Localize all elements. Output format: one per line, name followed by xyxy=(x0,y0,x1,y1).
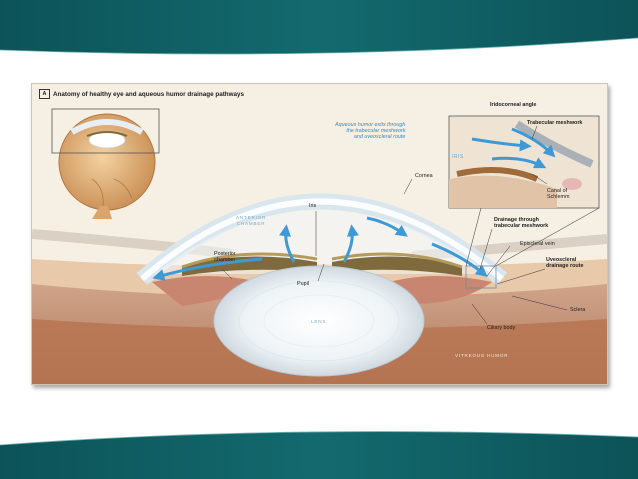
label-cornea: Cornea xyxy=(415,173,433,179)
label-iridocorneal-angle: Iridocorneal angle xyxy=(490,102,537,108)
panel-letter: A xyxy=(39,89,50,99)
label-iris-inset: IRIS xyxy=(452,154,464,160)
label-pupil: Pupil xyxy=(297,281,309,287)
label-trabecular-meshwork: Trabecular meshwork xyxy=(527,120,583,126)
label-uveoscleral-route: Uveoscleral drainage route xyxy=(546,257,583,269)
bottom-banner xyxy=(0,423,638,479)
uveoscleral-line-1: Uveoscleral xyxy=(546,257,577,263)
label-lens: LENS xyxy=(311,319,327,324)
aqueous-note-line-3: and uveoscleral route xyxy=(353,134,406,141)
aqueous-note-line-2: the trabecular meshwork xyxy=(346,128,406,135)
label-drainage-trabecular: Drainage through trabecular meshwork xyxy=(494,217,548,229)
canal-line-2: Schlemm xyxy=(547,194,570,201)
label-sclera: Sclera xyxy=(570,307,586,313)
top-banner xyxy=(0,0,638,56)
figure-title-text: Anatomy of healthy eye and aqueous humor… xyxy=(53,90,245,98)
canal-line-1: Canal of xyxy=(547,188,568,194)
label-anterior-chamber: ANTERIOR CHAMBER xyxy=(236,215,266,227)
aqueous-note-line-1: Aqueous humor exits through xyxy=(335,122,406,128)
bottom-banner-shape xyxy=(0,431,638,479)
drainage-line-2: trabecular meshwork xyxy=(494,223,549,230)
anterior-chamber-line-1: ANTERIOR xyxy=(236,215,267,220)
anterior-chamber-line-2: CHAMBER xyxy=(236,221,266,227)
posterior-chamber-line-1: Posterior xyxy=(214,251,236,257)
eye-anatomy-figure: A Anatomy of healthy eye and aqueous hum… xyxy=(31,83,608,385)
label-iris: Iris xyxy=(309,203,317,209)
top-banner-shape xyxy=(0,0,638,55)
label-episcleral-vein: Episcleral vein xyxy=(520,241,555,247)
posterior-chamber-line-2: chamber xyxy=(214,257,236,264)
drainage-line-1: Drainage through xyxy=(494,217,539,223)
label-vitreous-humor: VITREOUS HUMOR xyxy=(455,353,509,358)
label-ciliary-body: Ciliary body xyxy=(487,325,516,331)
uveoscleral-line-2: drainage route xyxy=(546,263,584,270)
label-canal-of-schlemm: Canal of Schlemm xyxy=(547,188,569,200)
figure-title: A Anatomy of healthy eye and aqueous hum… xyxy=(39,89,244,99)
label-posterior-chamber: Posterior chamber xyxy=(214,251,236,263)
eye-cross-section-illustration xyxy=(32,108,607,384)
label-aqueous-note: Aqueous humor exits through the trabecul… xyxy=(335,122,405,141)
